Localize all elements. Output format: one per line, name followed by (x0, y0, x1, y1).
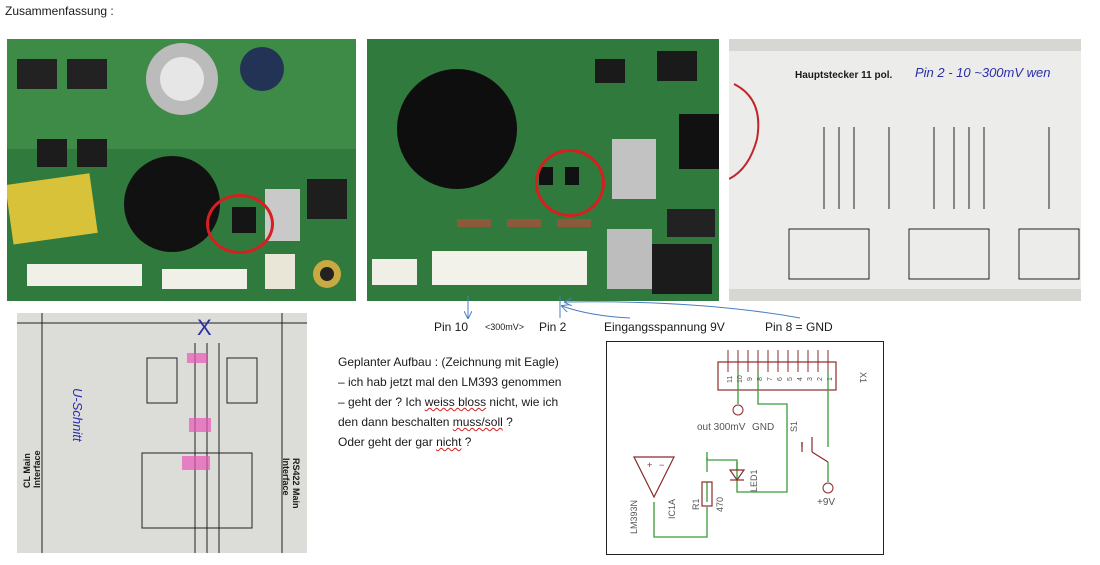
supply-label: +9V (817, 497, 835, 508)
eingang-label: Eingangsspannung 9V (604, 320, 725, 334)
notes-line-4: den dann beschalten muss/soll ? (338, 415, 513, 429)
resistor-r1 (701, 481, 713, 507)
page-title: Zusammenfassung : (5, 4, 114, 18)
pcb-photo-2 (367, 39, 719, 301)
eagle-schematic: X1 11 10 9 8 7 6 5 4 3 2 1 out 300mV GND… (606, 341, 884, 555)
gnd-label: GND (752, 422, 774, 433)
out-label: out 300mV (697, 422, 746, 433)
arrow-eingang (562, 306, 631, 319)
highlight-circle (535, 149, 605, 217)
handwritten-note: Pin 2 - 10 ~300mV wen (915, 65, 1051, 80)
connector-pins (727, 350, 829, 372)
pin2-label: Pin 2 (539, 320, 567, 334)
resistor-ref: R1 (691, 498, 701, 510)
pin10-label: Pin 10 (434, 320, 469, 334)
led-ref: LED1 (749, 469, 759, 492)
connector-x1 (717, 361, 837, 391)
opamp-minus: − (659, 460, 664, 470)
pcb-photo-1-drawing (7, 39, 356, 301)
switch-s1 (801, 437, 829, 463)
svg-text:3: 3 (807, 377, 814, 381)
pin-numbers: 11 10 9 8 7 6 5 4 3 2 1 (727, 375, 834, 383)
notes-line-1: Geplanter Aufbau : (Zeichnung mit Eagle) (338, 355, 559, 369)
connector-label: X1 (858, 372, 868, 383)
svg-text:10: 10 (737, 375, 744, 383)
svg-text:6: 6 (777, 377, 784, 381)
opamp-symbol (633, 456, 675, 499)
notes-line-5: Oder geht der gar nicht ? (338, 435, 472, 449)
notes-line-2: – ich hab jetzt mal den LM393 genommen (338, 375, 562, 389)
svg-text:5: 5 (787, 377, 794, 381)
paper-schematic-drawing (729, 39, 1081, 301)
notes-line-3: – geht der ? Ich weiss bloss nicht, wie … (338, 395, 559, 409)
pcb-photo-1 (7, 39, 356, 301)
supply-terminal (822, 482, 834, 494)
highlight-circle (206, 194, 274, 254)
handwritten-x: X (197, 315, 212, 340)
schematic-wires (653, 372, 829, 538)
switch-label: S1 (789, 421, 799, 432)
arrow-pin8 (565, 302, 801, 319)
pin8-label: Pin 8 = GND (765, 320, 833, 334)
out-terminal (732, 404, 744, 416)
opamp-name: LM393N (629, 500, 639, 534)
eagle-schematic-drawing: X1 11 10 9 8 7 6 5 4 3 2 1 out 300mV GND… (629, 350, 868, 538)
schematic-photo-main-connector: Hauptstecker 11 pol. Pin 2 - 10 ~300mV w… (729, 39, 1081, 301)
notes-text: Geplanter Aufbau : (Zeichnung mit Eagle)… (338, 352, 598, 452)
led-symbol (728, 469, 746, 482)
resistor-value: 470 (715, 497, 725, 512)
svg-text:4: 4 (797, 377, 804, 381)
opamp-ref: IC1A (667, 499, 677, 519)
schematic-photo-interface: X U-Schnitt CL Main Interface RS422 Main… (17, 313, 307, 553)
svg-text:1: 1 (827, 377, 834, 381)
range-label: <300mV> (485, 322, 525, 332)
paper-header: Hauptstecker 11 pol. (795, 70, 893, 81)
svg-text:9: 9 (747, 377, 754, 381)
svg-text:8: 8 (757, 377, 764, 381)
svg-text:11: 11 (727, 376, 734, 383)
paper-interface-drawing (17, 313, 307, 553)
opamp-plus: + (647, 460, 652, 470)
svg-text:2: 2 (817, 377, 824, 381)
svg-text:7: 7 (767, 377, 774, 381)
